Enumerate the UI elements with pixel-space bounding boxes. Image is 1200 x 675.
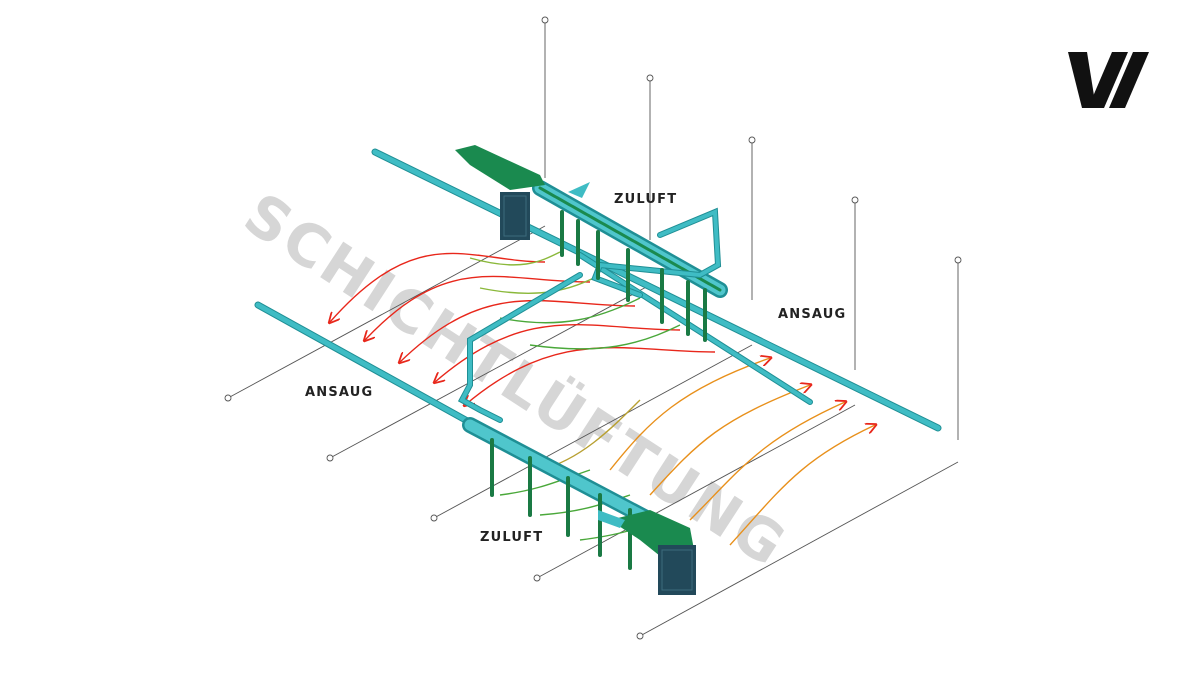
label-zuluft-top: ZULUFT	[614, 192, 677, 207]
grid-marker	[954, 256, 962, 264]
grid-marker	[636, 632, 644, 640]
label-ansaug-left: ANSAUG	[305, 385, 373, 400]
airflow-left	[330, 251, 716, 405]
grid-marker	[533, 574, 541, 582]
label-ansaug-right: ANSAUG	[778, 307, 846, 322]
duct-ansaug-right	[371, 148, 942, 432]
grid-lines	[227, 22, 959, 637]
grid-marker	[851, 196, 859, 204]
label-zuluft-bottom: ZULUFT	[480, 530, 543, 545]
brand-slash-logo-icon	[1068, 52, 1149, 108]
grid-marker	[646, 74, 654, 82]
grid-marker	[541, 16, 549, 24]
grid-markers	[224, 16, 962, 640]
duct-zuluft-top	[532, 180, 728, 342]
air-unit-bottom	[598, 510, 696, 595]
grid-marker	[430, 514, 438, 522]
grid-marker	[748, 136, 756, 144]
grid-marker	[326, 454, 334, 462]
grid-marker	[224, 394, 232, 402]
air-unit-top	[455, 145, 590, 240]
duct-crossover	[457, 272, 583, 423]
